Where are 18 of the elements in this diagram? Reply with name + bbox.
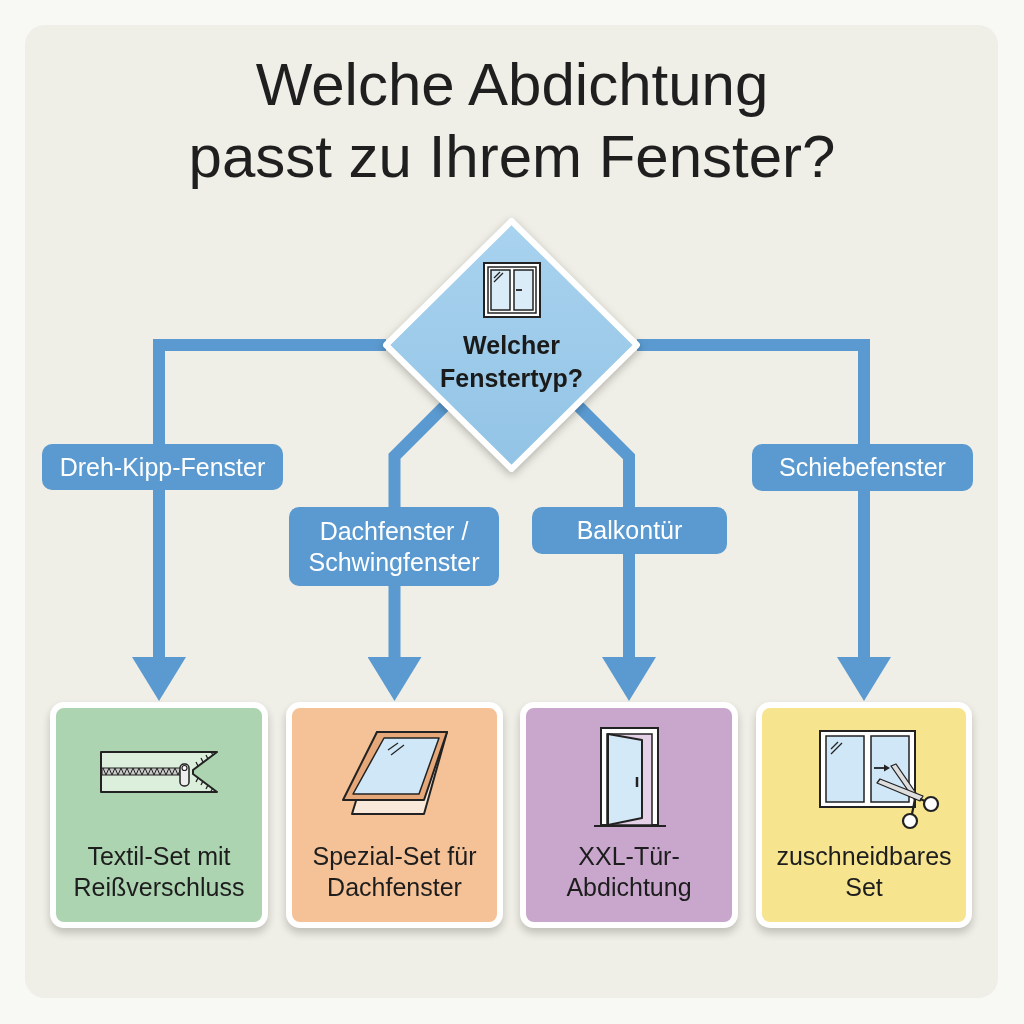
result-text: Textil-Set mit Reißverschluss [72, 841, 246, 903]
result-box [756, 702, 972, 928]
arrow [132, 339, 386, 701]
question-text: Welcher Fenstertyp? [438, 330, 585, 394]
result-text: Spezial-Set für Dachfenster [311, 841, 478, 903]
result-box [50, 702, 268, 928]
result-box [520, 702, 738, 928]
arrow [637, 339, 891, 701]
result-text: zuschneidbares Set [775, 841, 953, 903]
arrow [572, 400, 656, 701]
result-box [286, 702, 503, 928]
decision-diamond [383, 218, 640, 472]
edge-label: Dachfenster / Schwingfenster [289, 507, 499, 586]
result-text: XXL-Tür-Abdichtung [565, 841, 693, 903]
edge-label: Dreh-Kipp-Fenster [42, 444, 283, 490]
edge-label: Schiebefenster [752, 444, 973, 491]
title: Welche Abdichtung passt zu Ihrem Fenster? [187, 50, 837, 192]
edge-label: Balkontür [532, 507, 727, 554]
